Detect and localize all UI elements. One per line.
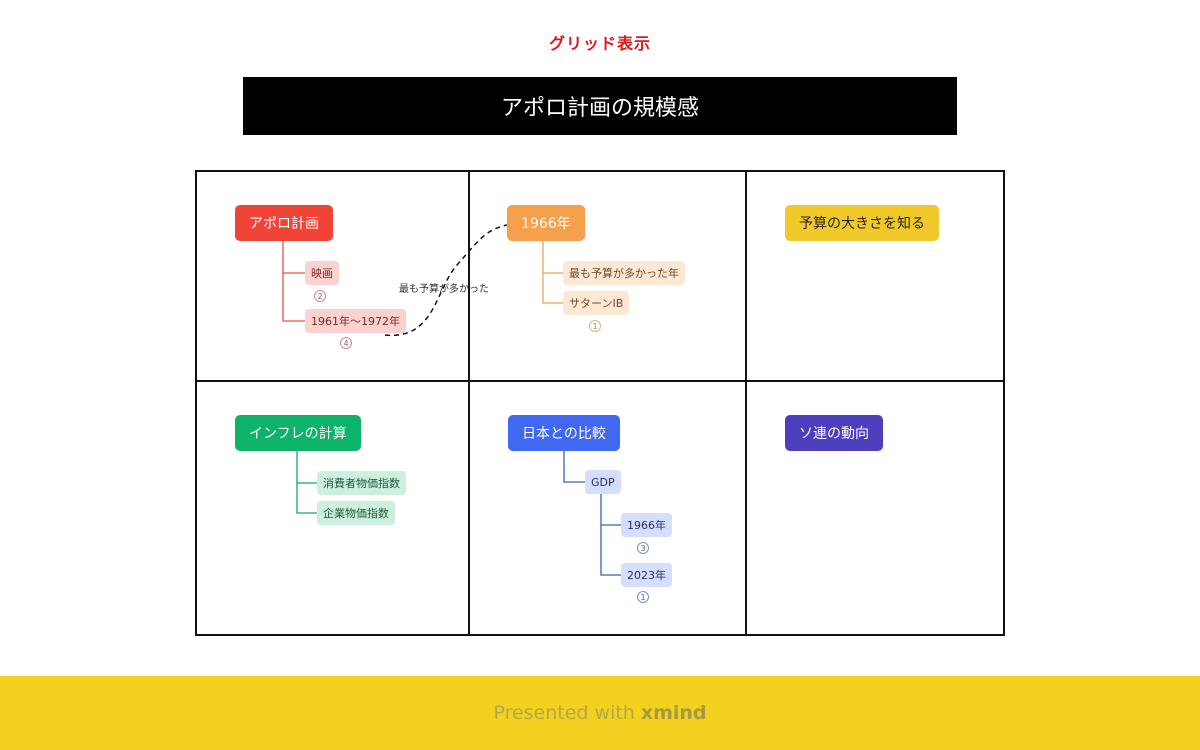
subtopic-movie[interactable]: 映画 — [305, 261, 339, 285]
subtopic-peak-budget-year[interactable]: 最も予算が多かった年 — [563, 261, 685, 285]
xmind-logo[interactable]: xmind — [640, 702, 707, 724]
mind-map-grid: アポロ計画 映画 2 1961年〜1972年 4 最も予算が多かった 1966年… — [195, 170, 1005, 636]
subtopic-saturn-ib[interactable]: サターンIB — [563, 291, 630, 315]
grid-lines — [195, 170, 1005, 636]
subtopic-cgpi[interactable]: 企業物価指数 — [317, 501, 395, 525]
badge-saturn-ib[interactable]: 1 — [589, 320, 601, 332]
subtopic-cpi[interactable]: 消費者物価指数 — [317, 471, 406, 495]
badge-gdp-1966[interactable]: 3 — [637, 542, 649, 554]
topic-1966[interactable]: 1966年 — [507, 205, 585, 241]
grid-view-label: グリッド表示 — [548, 34, 651, 53]
map-title: アポロ計画の規模感 — [500, 96, 699, 121]
topic-inflation[interactable]: インフレの計算 — [235, 415, 361, 451]
footer-bar: Presented with xmind — [0, 676, 1200, 750]
topic-budget-scale[interactable]: 予算の大きさを知る — [785, 205, 939, 241]
relationship-label[interactable]: 最も予算が多かった — [399, 284, 489, 295]
subtopic-gdp-2023[interactable]: 2023年 — [621, 563, 672, 587]
subtopic-gdp[interactable]: GDP — [585, 470, 621, 494]
subtopic-period[interactable]: 1961年〜1972年 — [305, 309, 406, 333]
topic-apollo[interactable]: アポロ計画 — [235, 205, 333, 241]
map-title-banner: アポロ計画の規模感 — [243, 77, 957, 135]
badge-movie[interactable]: 2 — [314, 290, 326, 302]
subtopic-gdp-1966[interactable]: 1966年 — [621, 513, 672, 537]
badge-period[interactable]: 4 — [340, 337, 352, 349]
topic-japan-comparison[interactable]: 日本との比較 — [508, 415, 620, 451]
footer-presented-text: Presented with — [493, 702, 635, 724]
badge-gdp-2023[interactable]: 1 — [637, 591, 649, 603]
topic-soviet-trends[interactable]: ソ連の動向 — [785, 415, 883, 451]
